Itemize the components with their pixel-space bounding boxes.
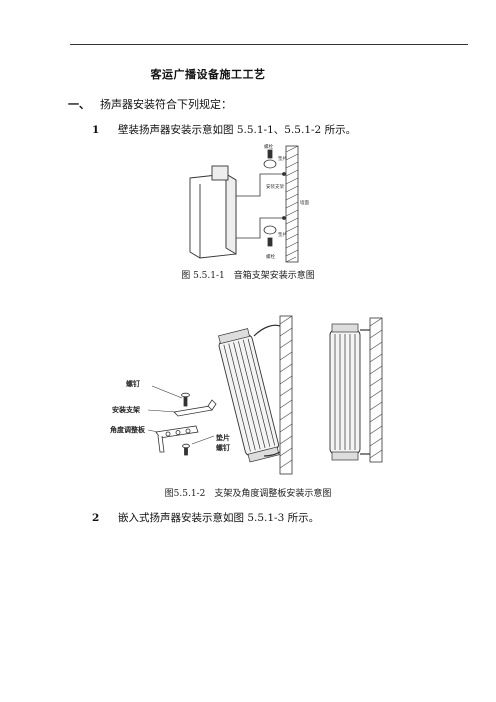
label-washer: 垫片 <box>216 433 230 442</box>
section-heading: 一、扬声器安装符合下列规定： <box>68 96 232 112</box>
bracket-bottom <box>236 216 286 247</box>
item-text: 嵌入式扬声器安装示意如图 5.5.1-3 所示。 <box>118 512 320 524</box>
straight-column-speaker <box>329 323 370 461</box>
header-rule <box>70 44 468 45</box>
section-number: 一、 <box>68 98 90 111</box>
figure1-caption: 图 5.5.1-1 音箱支架安装示意图 <box>181 271 315 281</box>
item-text: 壁装扬声器安装示意如图 5.5.1-1、5.5.1-2 所示。 <box>118 124 357 136</box>
label-screw: 螺钉 <box>126 379 140 388</box>
label-screw-bottom: 螺栓 <box>266 253 275 260</box>
figure-bracket-angle-plate: 螺钉 安装支架 角度调整板 垫片 螺钉 <box>110 315 383 475</box>
exploded-bracket <box>155 392 217 456</box>
tilted-column-speaker <box>218 328 280 463</box>
label-screw-top: 螺栓 <box>264 143 273 150</box>
figure2-caption: 图5.5.1-2 支架及角度调整板安装示意图 <box>164 489 332 499</box>
label-washer-top: 垫片 <box>278 155 287 162</box>
label-mount-bracket: 安装支架 <box>112 405 140 414</box>
left-wall <box>279 315 293 475</box>
bracket-top <box>236 149 286 197</box>
item-number: 2 <box>92 512 100 524</box>
label-washer-bottom: 垫片 <box>278 231 287 238</box>
figure-speaker-bracket: 螺栓 垫片 安装支架 墙面 垫片 螺栓 <box>189 143 309 263</box>
label-angle-plate: 角度调整板 <box>110 425 146 434</box>
list-item-2: 2 嵌入式扬声器安装示意如图 5.5.1-3 所示。 <box>92 510 319 525</box>
wall-hatch <box>285 145 299 263</box>
label-bracket: 安装支架 <box>266 183 284 190</box>
right-wall <box>369 317 383 463</box>
speaker-box <box>189 165 237 259</box>
section-text: 扬声器安装符合下列规定： <box>100 98 232 111</box>
item-number: 1 <box>92 124 100 136</box>
list-item-1: 1 壁装扬声器安装示意如图 5.5.1-1、5.5.1-2 所示。 <box>92 122 356 137</box>
label-wall: 墙面 <box>300 199 309 206</box>
label-screw-2: 螺钉 <box>216 443 230 452</box>
document-title: 客运广播设备施工工艺 <box>150 68 266 81</box>
